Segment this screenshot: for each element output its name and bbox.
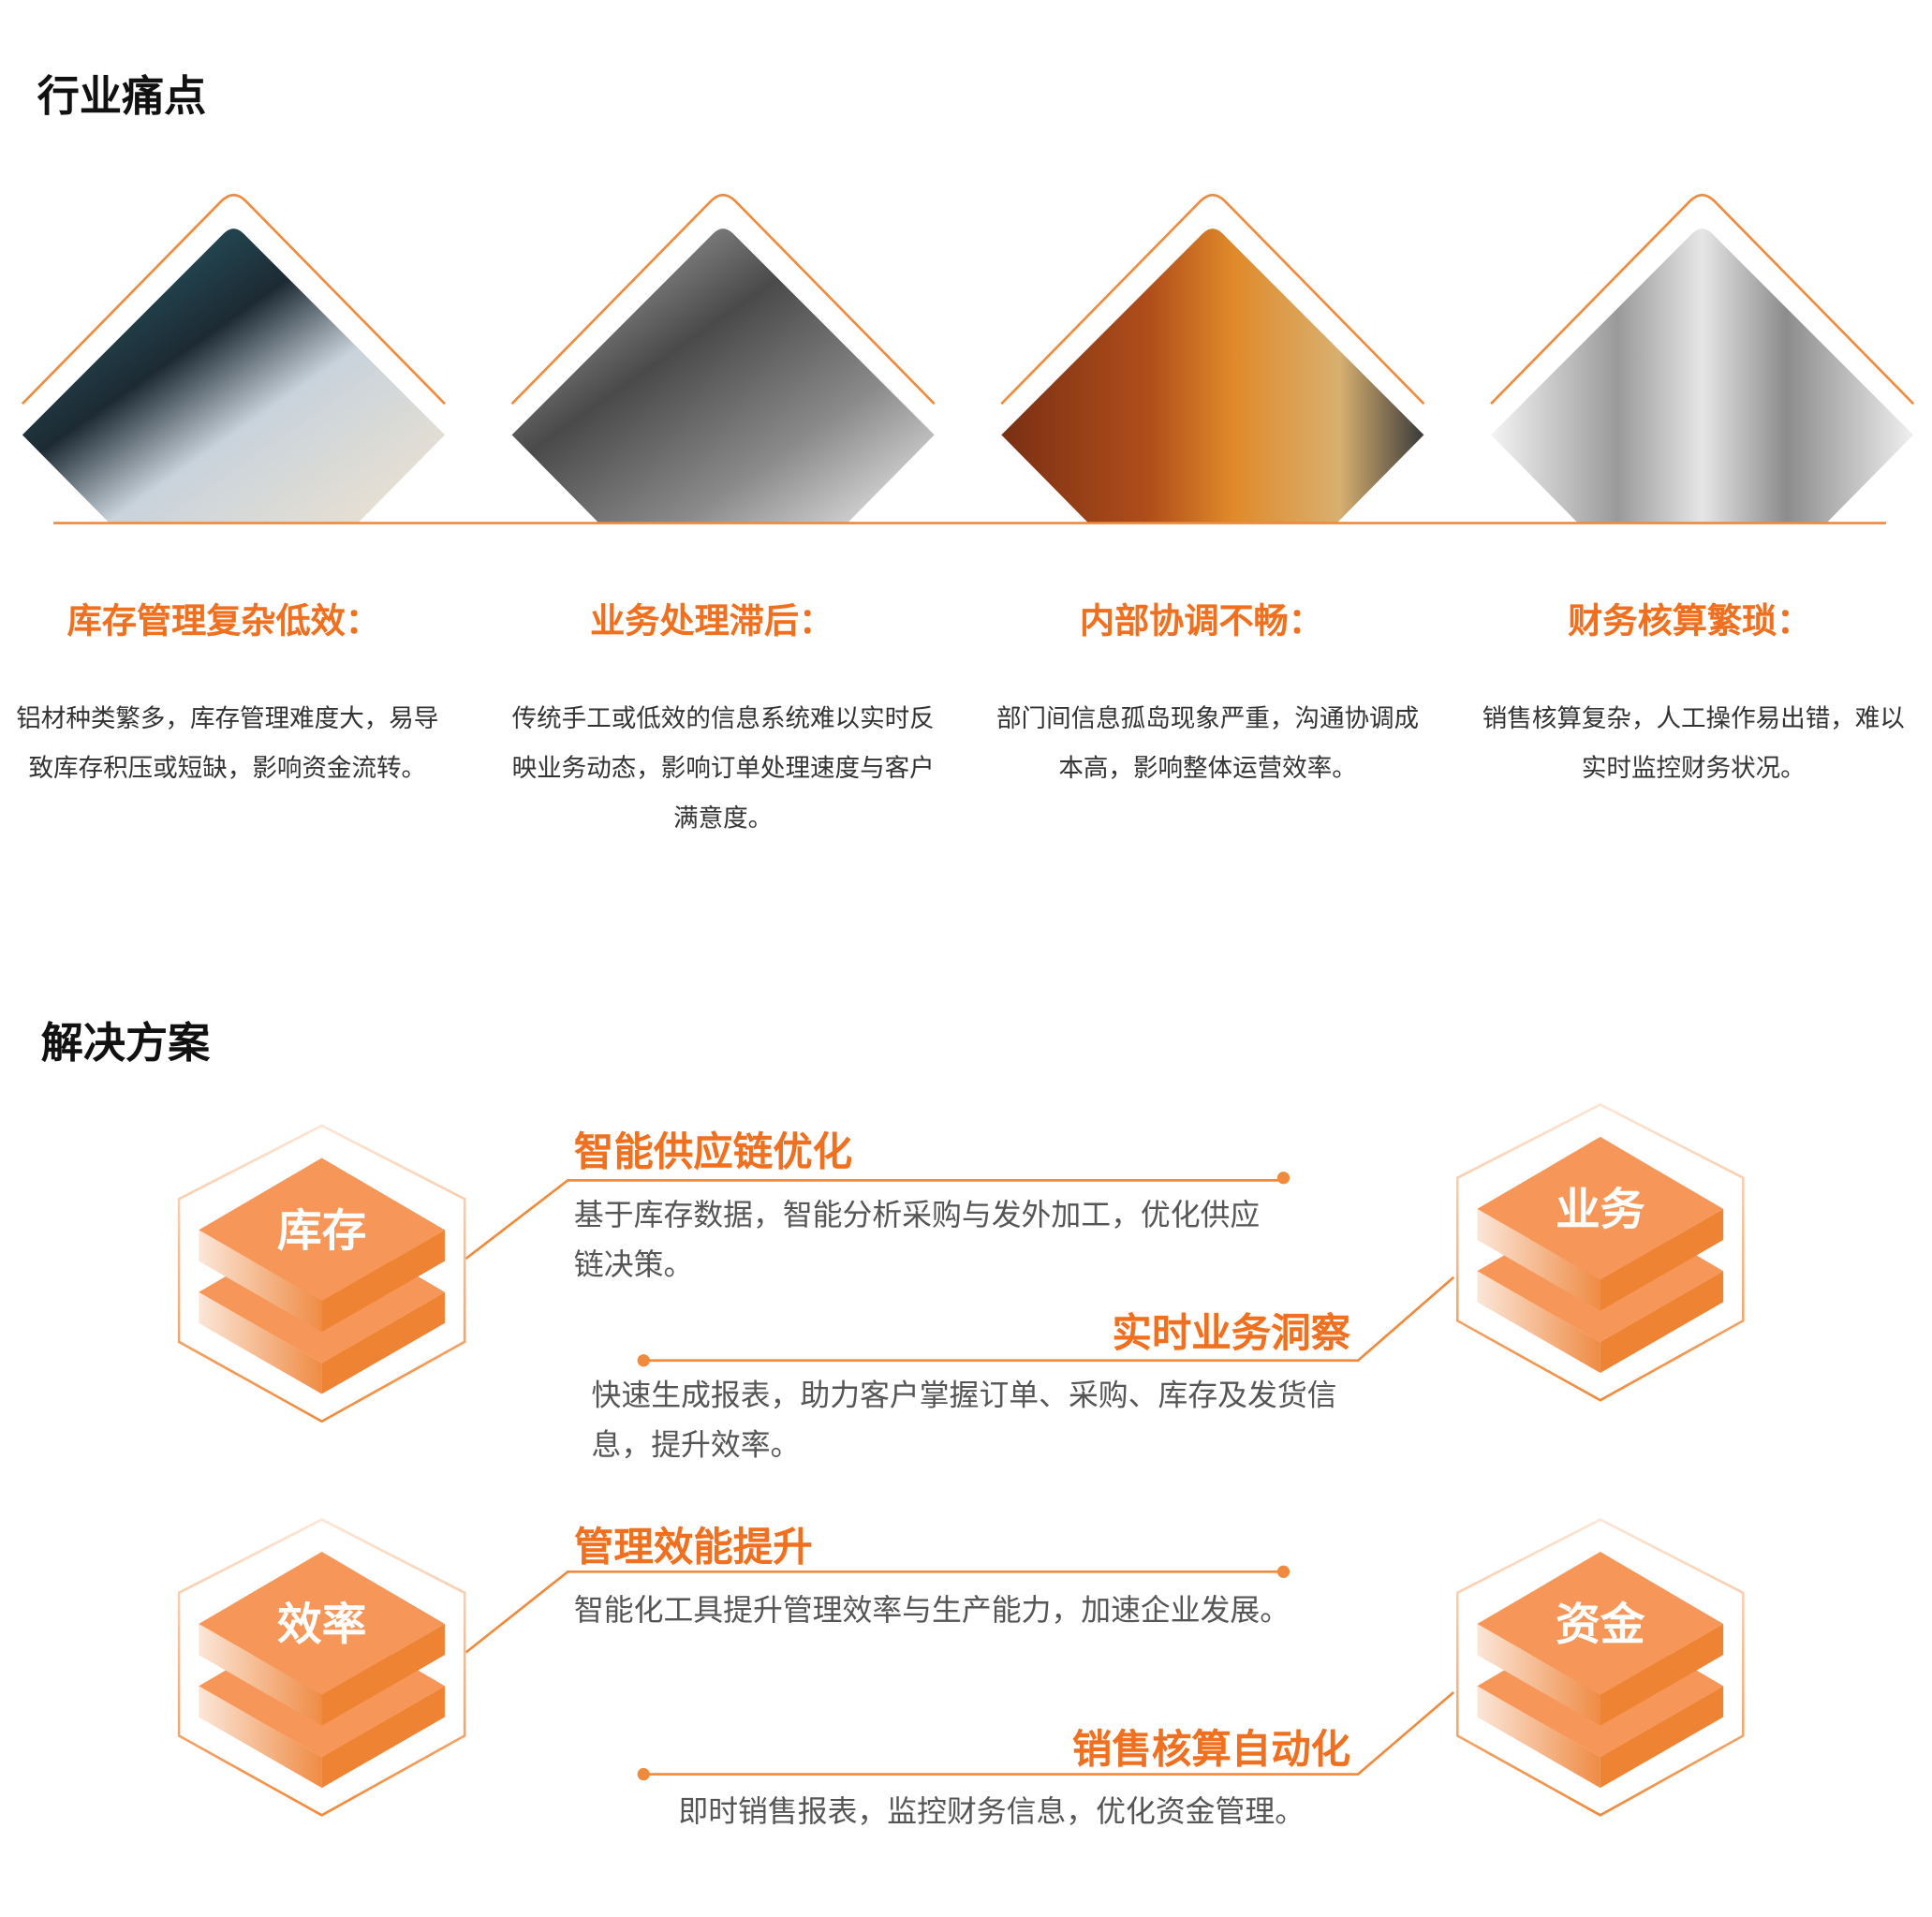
pain-card-inventory	[10, 186, 458, 524]
solution-desc-1: 基于库存数据，智能分析采购与发外加工，优化供应链决策。	[573, 1197, 1261, 1283]
badge-label: 库存	[277, 1206, 367, 1258]
aluminum-profiles-image	[1490, 193, 1915, 523]
solution-desc-4: 即时销售报表，监控财务信息，优化资金管理。	[678, 1793, 1305, 1829]
pain-card-finance	[1479, 186, 1926, 524]
section-title-pain-points: 行业痛点	[37, 71, 207, 123]
solution-title-4: 销售核算自动化	[1071, 1725, 1351, 1774]
badge-label: 效率	[277, 1600, 367, 1651]
window-frames-image	[1000, 193, 1425, 523]
pain-body-4: 销售核算复杂，人工操作易出错，难以实时监控财务状况。	[1482, 702, 1905, 783]
pain-body-3: 部门间信息孤岛现象严重，沟通协调成本高，影响整体运营效率。	[996, 702, 1420, 783]
badge-label: 资金	[1556, 1600, 1645, 1651]
pain-heading-1: 库存管理复杂低效：	[66, 599, 380, 641]
solution-title-2: 实时业务洞察	[1112, 1309, 1351, 1357]
section-title-solutions: 解决方案	[40, 1018, 211, 1069]
badge-efficiency: 效率	[177, 1518, 466, 1817]
aluminum-window-image	[21, 193, 446, 523]
divider-line	[53, 522, 1886, 524]
metal-pipes-image	[510, 193, 936, 523]
pain-body-1: 铝材种类繁多，库存管理难度大，易导致库存积压或短缺，影响资金流转。	[16, 702, 439, 783]
badge-funds: 资金	[1455, 1518, 1745, 1817]
pain-card-business	[499, 186, 947, 524]
solution-desc-2: 快速生成报表，助力客户掌握订单、采购、库存及发货信息，提升效率。	[591, 1378, 1337, 1463]
badge-business: 业务	[1455, 1103, 1745, 1402]
badge-inventory: 库存	[177, 1124, 466, 1423]
solution-desc-3: 智能化工具提升管理效率与生产能力，加速企业发展。	[573, 1592, 1290, 1628]
pain-heading-2: 业务处理滞后：	[590, 599, 834, 641]
pain-heading-3: 内部协调不畅：	[1079, 599, 1323, 641]
pain-card-coordination	[989, 186, 1437, 524]
pain-heading-4: 财务核算繁琐：	[1568, 599, 1812, 641]
pain-body-2: 传统手工或低效的信息系统难以实时反映业务动态，影响订单处理速度与客户满意度。	[511, 702, 935, 833]
solution-title-1: 智能供应链优化	[573, 1128, 853, 1176]
badge-label: 业务	[1556, 1185, 1645, 1236]
solution-title-3: 管理效能提升	[573, 1523, 813, 1570]
